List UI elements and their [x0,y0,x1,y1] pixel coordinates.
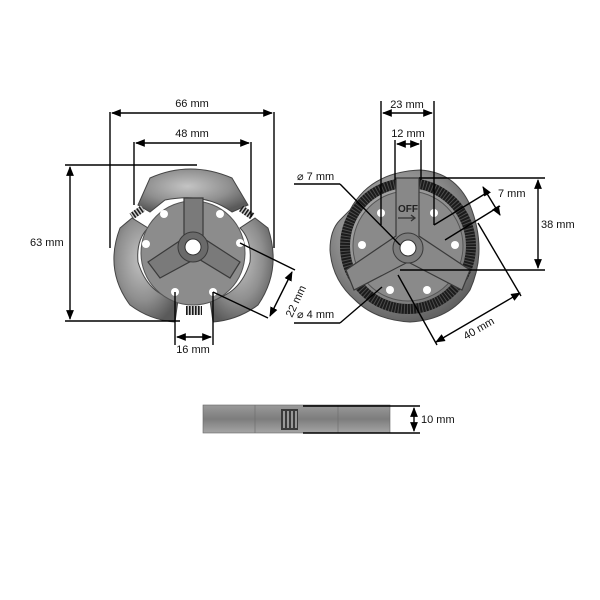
dimension-10mm: 10 mm [303,405,455,434]
shoe-hole [358,241,366,249]
svg-text:7 mm: 7 mm [498,188,526,200]
coil-spring [129,205,146,220]
center-bore [184,238,202,256]
center-bore [399,239,417,257]
svg-text:10 mm: 10 mm [421,414,455,426]
dimension-16mm: 16 mm [174,292,214,356]
side-spring [281,409,298,430]
clutch-shoe-top [137,168,249,213]
shoe-hole [423,286,431,294]
svg-text:⌀ 7 mm: ⌀ 7 mm [297,171,334,183]
dimension-7mm-slot: 7 mm [433,186,526,241]
svg-text:12 mm: 12 mm [391,128,425,140]
svg-text:23 mm: 23 mm [390,99,424,111]
svg-text:40 mm: 40 mm [462,315,497,342]
svg-text:38 mm: 38 mm [541,219,575,231]
dimension-23mm: 23 mm [380,99,435,225]
direction-arrow-icon [398,214,417,222]
dimension-38mm: 38 mm [400,177,575,271]
off-stamp: OFF [398,204,418,215]
svg-text:⌀ 4 mm: ⌀ 4 mm [297,309,334,321]
shoe-hole [142,240,150,248]
shoe-hole [216,210,224,218]
dimension-pin-4mm: ⌀ 4 mm [294,286,383,324]
svg-text:66 mm: 66 mm [175,98,209,110]
side-spring-coils [283,411,297,428]
dimension-63mm: 63 mm [30,164,197,322]
shoe-hole [451,241,459,249]
clutch-hub: OFF [345,177,471,291]
clutch-hub [147,197,241,279]
svg-text:48 mm: 48 mm [175,128,209,140]
coil-spring [186,306,202,315]
dimension-bore-7mm: ⌀ 7 mm [294,171,401,246]
dimension-12mm: 12 mm [391,128,425,180]
side-view: 10 mm [202,404,455,434]
svg-text:63 mm: 63 mm [30,237,64,249]
svg-text:16 mm: 16 mm [176,344,210,356]
dimension-66mm: 66 mm [109,98,275,248]
left-clutch-view: 66 mm 48 mm 63 mm 16 mm 22 mm [30,98,309,356]
shoe-hole [386,286,394,294]
right-clutch-view: OFF 23 mm 12 mm ⌀ 7 mm ⌀ 4 mm [294,99,575,346]
dimension-48mm: 48 mm [133,128,252,217]
shoe-hole [160,210,168,218]
